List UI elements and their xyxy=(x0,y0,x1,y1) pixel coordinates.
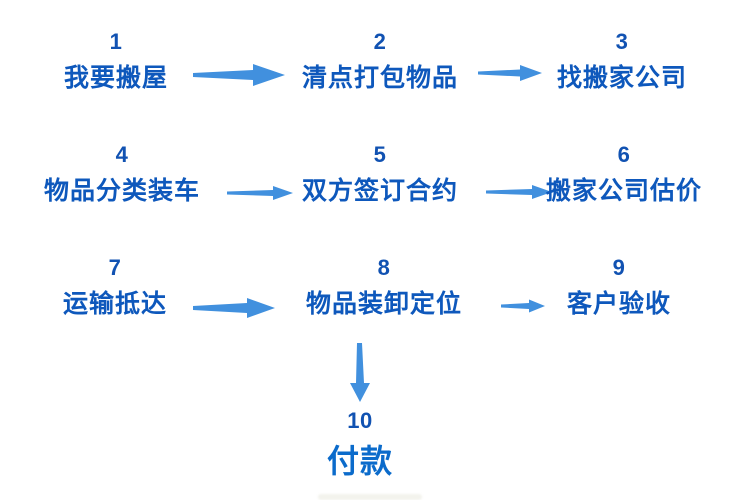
step-5-label: 双方签订合约 xyxy=(301,177,458,205)
step-9-label: 客户验收 xyxy=(566,290,671,318)
step-8: 8 物品装卸定位 xyxy=(264,254,504,322)
step-10: 10 付款 xyxy=(240,407,480,481)
cutoff-artifact xyxy=(318,494,422,500)
step-3: 3 找搬家公司 xyxy=(502,28,742,96)
right-arrow-icon xyxy=(193,64,285,86)
step-6: 6 搬家公司估价 xyxy=(504,141,744,209)
step-3-label: 找搬家公司 xyxy=(556,64,687,92)
step-4: 4 物品分类装车 xyxy=(2,141,242,209)
step-7-number: 7 xyxy=(108,255,122,280)
step-10-label: 付款 xyxy=(326,443,393,479)
step-2-label: 清点打包物品 xyxy=(301,64,458,92)
step-6-number: 6 xyxy=(617,142,631,167)
right-arrow-icon xyxy=(486,185,552,199)
step-2-number: 2 xyxy=(373,29,387,54)
step-9-number: 9 xyxy=(612,255,626,280)
step-3-number: 3 xyxy=(615,29,629,54)
step-1-label: 我要搬屋 xyxy=(63,64,168,92)
step-5-number: 5 xyxy=(373,142,387,167)
right-arrow-icon xyxy=(501,299,545,313)
step-1: 1 我要搬屋 xyxy=(0,28,236,96)
step-8-number: 8 xyxy=(377,255,391,280)
step-6-label: 搬家公司估价 xyxy=(545,177,702,205)
step-4-label: 物品分类装车 xyxy=(43,177,200,205)
right-arrow-icon xyxy=(193,298,275,318)
down-arrow-icon xyxy=(350,343,370,402)
step-8-label: 物品装卸定位 xyxy=(305,290,462,318)
step-5: 5 双方签订合约 xyxy=(260,141,500,209)
step-9: 9 客户验收 xyxy=(499,254,739,322)
step-2: 2 清点打包物品 xyxy=(260,28,500,96)
step-4-number: 4 xyxy=(115,142,129,167)
step-10-number: 10 xyxy=(347,408,373,433)
step-1-number: 1 xyxy=(109,29,123,54)
step-7: 7 运输抵达 xyxy=(0,254,235,322)
step-7-label: 运输抵达 xyxy=(62,290,167,318)
right-arrow-icon xyxy=(478,65,542,81)
right-arrow-icon xyxy=(227,186,293,200)
